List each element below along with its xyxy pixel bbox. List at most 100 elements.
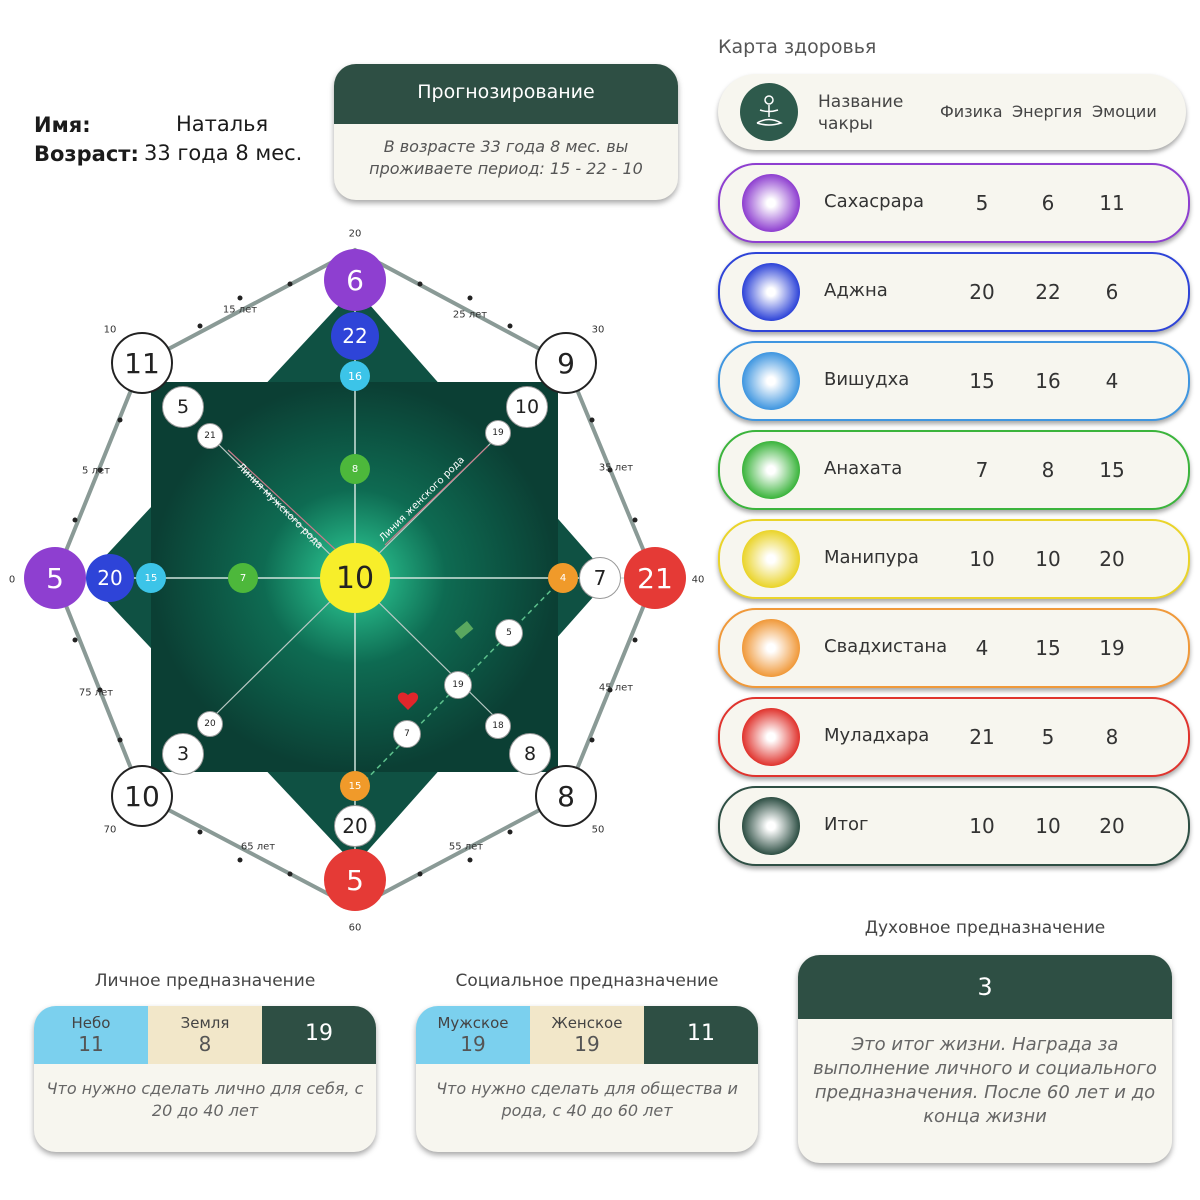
chakra-name: Манипура [824,547,919,568]
inner-bl: 3 [162,733,204,775]
spiritual-result: 3 [798,955,1172,1019]
chakra-v2: 22 [1035,280,1061,304]
age-mark-75: 75 лет [78,687,114,699]
age-mark-25: 25 лет [452,309,488,321]
spiritual-text: Это итог жизни. Награда за выполнение ли… [813,1034,1157,1127]
age-mark-65: 65 лет [240,841,276,853]
chakra-name: Сахасрара [824,191,925,212]
chakra-v1: 21 [969,725,995,749]
age-label: Возраст: [34,142,139,166]
age-mark-15: 15 лет [222,304,258,316]
chakra-v2: 10 [1035,814,1061,838]
personal-result: 19 [262,1006,376,1064]
chakra-icon [742,263,800,321]
chakra-v1: 20 [969,280,995,304]
age-30: 30 [591,324,605,336]
chakra-v2: 16 [1035,369,1061,393]
heart-icon [397,692,419,710]
age-60: 60 [348,922,362,934]
inner-br: 8 [509,733,551,775]
age-0: 0 [8,574,16,586]
chakra-header-row: Название чакры Физика Энергия Эмоции [718,74,1186,150]
chakra-name: Вишудха [824,369,910,390]
left-node-15: 15 [136,563,166,593]
female-cell: Женское 19 [530,1006,644,1064]
male-label: Мужское [437,1014,509,1032]
age-10: 10 [103,324,117,336]
chakra-v3: 15 [1099,458,1125,482]
age-value: 33 года 8 мес. [144,141,303,165]
age-mark-55: 55 лет [448,841,484,853]
sky-label: Небо [71,1014,111,1032]
female-label: Женское [551,1014,623,1032]
spiritual-title: Духовное предназначение [864,918,1106,938]
personal-text: Что нужно сделать лично для себя, с 20 д… [46,1079,364,1120]
chakra-row: Манипура 10 10 20 [718,519,1190,599]
bottom-node-5: 5 [324,849,386,911]
extra-node-a: 5 [495,619,523,647]
sky-value: 11 [78,1032,104,1056]
top-node-16: 16 [340,361,370,391]
male-value: 19 [460,1032,486,1056]
name-label: Имя: [34,113,91,137]
chakra-v3: 4 [1105,369,1119,393]
chakra-v2: 10 [1035,547,1061,571]
social-result: 11 [644,1006,758,1064]
chakra-v2: 5 [1041,725,1055,749]
chakra-name: Итог [824,814,869,835]
header-physics: Физика [940,102,1003,121]
female-value: 19 [574,1032,600,1056]
name-value: Наталья [176,112,269,136]
chakra-v3: 11 [1099,191,1125,215]
chakra-name: Аджна [824,280,888,301]
earth-value: 8 [198,1032,212,1056]
chakra-v2: 6 [1041,191,1055,215]
chakra-v3: 20 [1099,814,1125,838]
extra-node-c: 7 [393,720,421,748]
top-node-22: 22 [331,312,379,360]
male-cell: Мужское 19 [416,1006,530,1064]
header-emotions: Эмоции [1092,102,1157,121]
earth-cell: Земля 8 [148,1006,262,1064]
forecast-text: В возрасте 33 года 8 мес. вы проживаете … [369,137,643,178]
center-node: 10 [320,543,390,613]
inner-tl-small: 21 [197,423,223,449]
octagon-dots [72,281,638,877]
inner-tl: 5 [162,386,204,428]
personal-title: Личное предназначение [94,971,316,991]
right-node-7: 7 [579,557,621,599]
chakra-v1: 10 [969,547,995,571]
age-40: 40 [691,574,705,586]
top-node-8: 8 [340,454,370,484]
age-70: 70 [103,824,117,836]
chakra-v1: 7 [975,458,989,482]
left-node-5: 5 [24,547,86,609]
corner-br: 8 [535,765,597,827]
right-node-4: 4 [548,563,578,593]
spiritual-card: 3 Это итог жизни. Награда за выполнение … [798,955,1172,1163]
age-mark-5: 5 лет [82,465,110,477]
chakra-icon [742,797,800,855]
inner-bl-small: 20 [197,711,223,737]
social-title: Социальное предназначение [455,971,719,991]
chakra-icon [742,352,800,410]
chakra-v1: 15 [969,369,995,393]
top-node-6: 6 [324,249,386,311]
header-energy: Энергия [1012,102,1083,121]
corner-tl: 11 [111,332,173,394]
chakra-icon [742,708,800,766]
chakra-icon [742,530,800,588]
chakra-v3: 20 [1099,547,1125,571]
chakra-v1: 4 [975,636,989,660]
age-mark-35: 35 лет [598,462,634,474]
chakra-v2: 8 [1041,458,1055,482]
age-mark-45: 45 лет [598,682,634,694]
chakra-name: Анахата [824,458,903,479]
chakra-row: Анахата 7 8 15 [718,430,1190,510]
health-map-title: Карта здоровья [718,36,877,58]
chakra-icon [742,174,800,232]
social-text: Что нужно сделать для общества и рода, с… [436,1079,738,1120]
